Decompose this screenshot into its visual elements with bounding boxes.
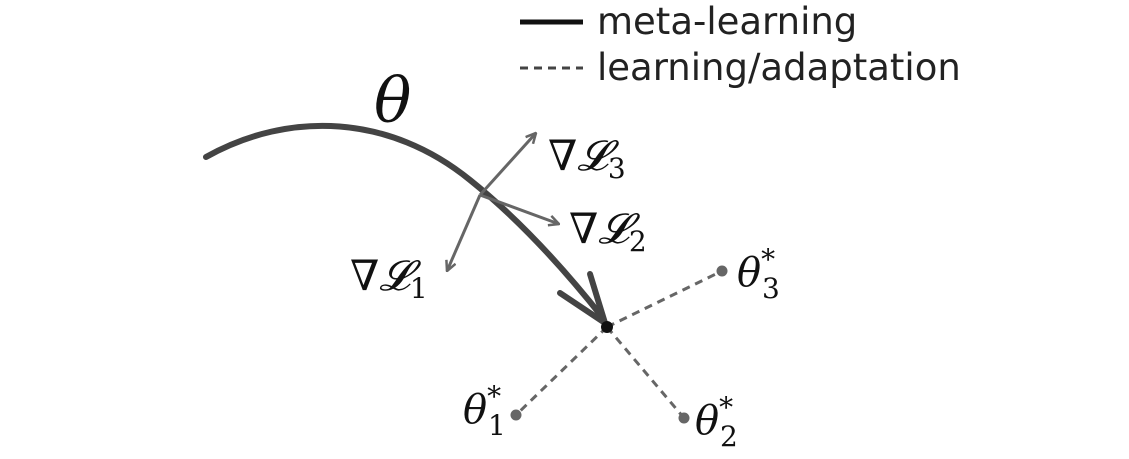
optimum-index: 1 (488, 409, 506, 442)
svg-text:∇𝓛2: ∇𝓛2 (569, 204, 647, 258)
svg-text:∇𝓛1: ∇𝓛1 (350, 251, 428, 305)
theta-label: θ (374, 64, 411, 137)
optimum-label-2: θ* 2 (695, 391, 738, 453)
gradient-label-3: ∇𝓛3 (548, 131, 626, 185)
gradient-index: 1 (410, 272, 428, 305)
meta-learning-arrowhead (557, 271, 608, 326)
svg-text:θ*: θ* (737, 243, 775, 296)
gradient-arrow-2 (479, 193, 559, 224)
gradient-label-1: ∇𝓛1 (350, 251, 428, 305)
optimum-point-3 (716, 265, 728, 277)
meta-parameter-point (601, 321, 613, 333)
optimum-index: 2 (720, 420, 738, 453)
adaptation-paths (514, 269, 723, 419)
nabla-symbol: ∇ (548, 131, 577, 180)
gradient-label-2: ∇𝓛2 (569, 204, 647, 258)
gradient-arrow-1 (447, 194, 482, 271)
nabla-symbol: ∇ (569, 204, 598, 253)
theta-symbol: θ (463, 387, 487, 433)
theta-symbol: θ (737, 250, 761, 296)
optimum-label-1: θ* 1 (463, 380, 506, 442)
nabla-symbol: ∇ (350, 251, 379, 300)
svg-text:θ*: θ* (463, 380, 501, 433)
meta-learning-curve (203, 122, 606, 321)
star-superscript: * (761, 243, 775, 276)
legend: meta-learning learning/adaptation (520, 0, 961, 89)
optimum-label-3: θ* 3 (737, 243, 780, 305)
adaptation-path-1 (514, 325, 609, 417)
star-superscript: * (719, 391, 733, 424)
adaptation-path-2 (605, 326, 686, 419)
svg-text:θ*: θ* (695, 391, 733, 444)
optimum-index: 3 (762, 272, 780, 305)
adaptation-path-3 (606, 269, 723, 329)
optimum-point-2 (678, 412, 690, 424)
optimum-point-1 (510, 409, 522, 421)
legend-dashed-label: learning/adaptation (597, 46, 961, 89)
gradient-arrow-3 (478, 133, 536, 197)
gradient-index: 3 (608, 152, 626, 185)
legend-solid-label: meta-learning (597, 0, 857, 43)
theta-symbol: θ (695, 398, 719, 444)
svg-text:∇𝓛3: ∇𝓛3 (548, 131, 626, 185)
gradient-index: 2 (629, 225, 647, 258)
star-superscript: * (487, 380, 501, 413)
gradient-arrows (447, 133, 559, 271)
